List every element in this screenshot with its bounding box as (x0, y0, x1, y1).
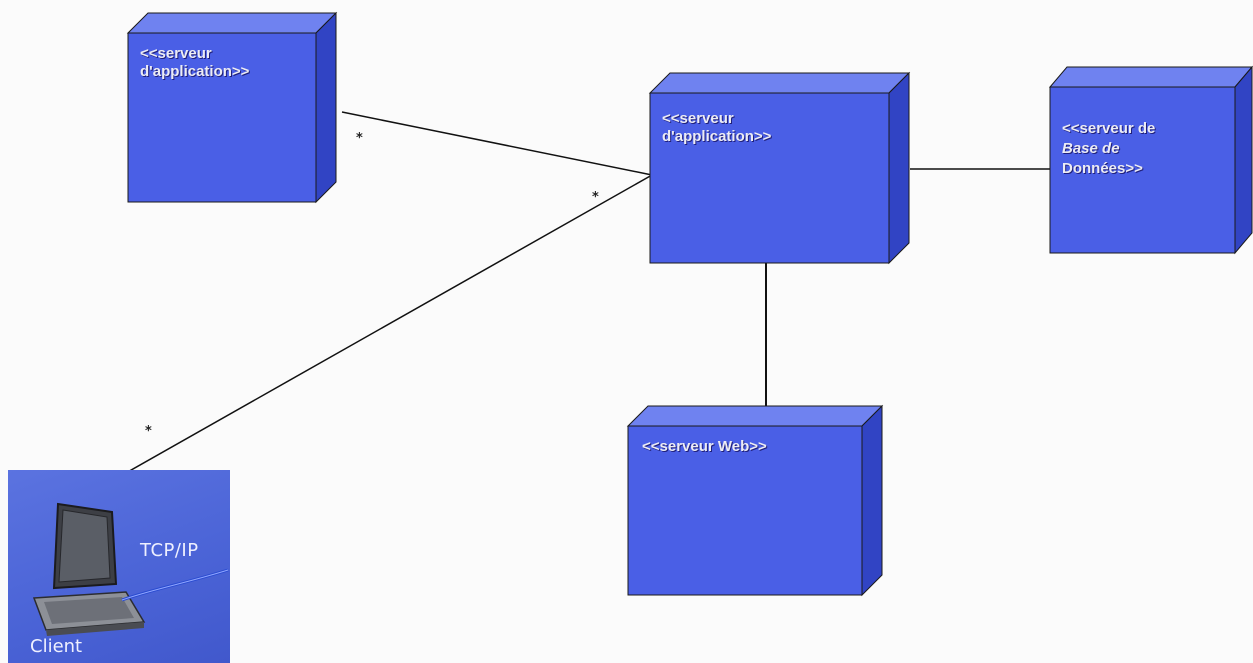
node-app-server-1[interactable] (126, 11, 338, 204)
client-node[interactable]: TCP/IP Client (8, 470, 230, 663)
multiplicity-app1: * (356, 131, 363, 146)
node-db-server[interactable] (1048, 65, 1253, 255)
connection-app1-app2 (341, 111, 653, 176)
node-web-server[interactable] (626, 404, 884, 597)
laptop-icon (32, 502, 146, 636)
multiplicity-app2-client: * (592, 190, 599, 205)
node-app-server-2[interactable] (648, 71, 911, 265)
client-name-label: Client (30, 636, 83, 657)
multiplicity-client: * (145, 424, 152, 439)
network-cable (121, 568, 229, 602)
connection-client-app2 (109, 174, 653, 483)
client-protocol-label: TCP/IP (140, 540, 199, 561)
